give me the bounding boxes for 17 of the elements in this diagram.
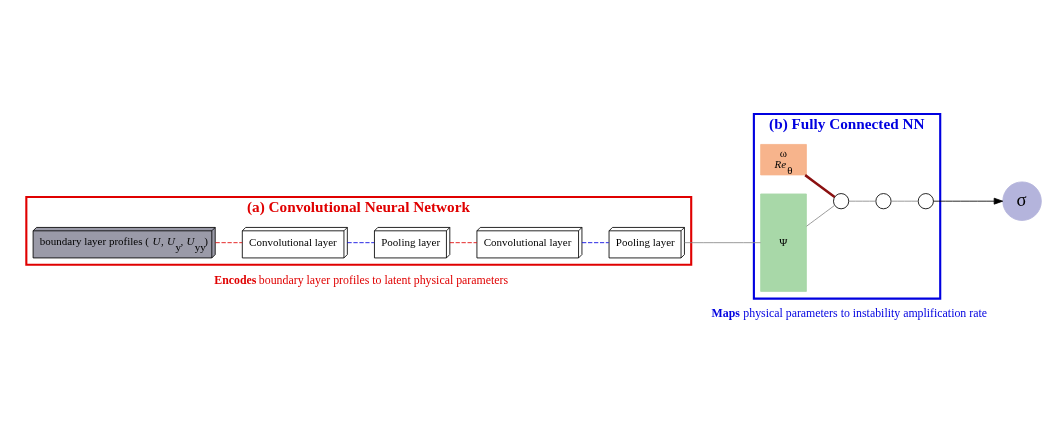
connector (848, 200, 877, 202)
connector (215, 242, 243, 244)
node-label: Maps physical parameters to instability amplification rate (711, 306, 987, 321)
connector (806, 204, 836, 227)
connector (449, 242, 478, 244)
node-circle: σ (1002, 181, 1042, 221)
connector (890, 200, 919, 202)
node-circle (917, 193, 934, 210)
connector (581, 242, 610, 244)
connector (684, 242, 762, 244)
node-circle (875, 193, 892, 210)
connector (346, 242, 375, 244)
node-box: Ψ (760, 193, 807, 292)
arrow (933, 197, 1004, 205)
connector (804, 174, 836, 198)
node-circle (833, 193, 850, 210)
node-label: Encodes boundary layer profiles to latent physical parameters (214, 272, 509, 287)
